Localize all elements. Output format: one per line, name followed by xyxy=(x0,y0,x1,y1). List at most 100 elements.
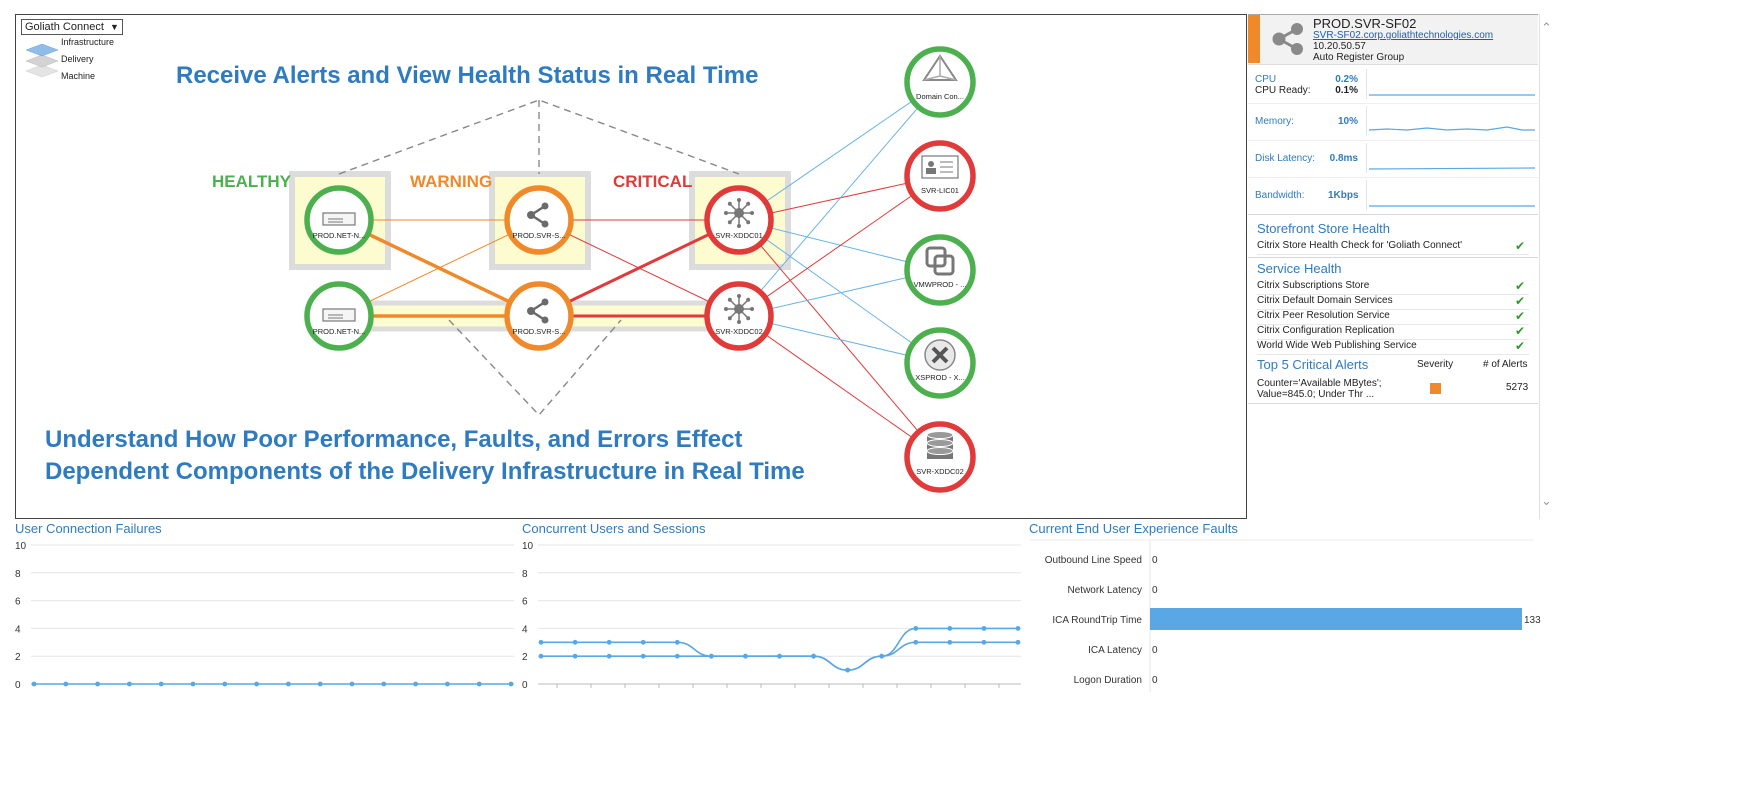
data-point xyxy=(743,653,748,659)
headline-bottom-line2: Dependent Components of the Delivery Inf… xyxy=(45,458,805,485)
data-point xyxy=(777,653,782,659)
node-sf2[interactable]: PROD.SVR-S... xyxy=(504,281,574,351)
scroll-down-icon[interactable]: ⌄ xyxy=(1541,493,1552,508)
scroll-up-icon[interactable]: ⌃ xyxy=(1541,20,1552,35)
data-point xyxy=(445,681,450,687)
server-fqdn-link[interactable]: SVR-SF02.corp.goliathtechnologies.com xyxy=(1313,30,1494,41)
data-point xyxy=(508,681,514,687)
data-point xyxy=(31,681,37,687)
layer-infrastructure[interactable]: Infrastructure xyxy=(61,37,115,47)
node-ring xyxy=(904,234,976,306)
y-tick-label: 0 xyxy=(522,680,528,691)
data-point xyxy=(981,626,987,631)
data-point xyxy=(879,653,885,659)
value-label: 0 xyxy=(1152,675,1158,686)
category-label: Logon Duration xyxy=(1074,675,1142,686)
category-label: Network Latency xyxy=(1068,585,1142,596)
data-point xyxy=(538,653,544,659)
status-label-warning: WARNING xyxy=(410,172,493,191)
connection-line xyxy=(738,81,941,221)
bandwidth-sparkline xyxy=(1366,180,1537,210)
node-ddc2[interactable]: SVR-XDDC02 xyxy=(704,281,774,351)
data-point xyxy=(674,653,680,659)
icon-part xyxy=(923,56,957,81)
layer-stack-icon[interactable] xyxy=(22,41,62,79)
topology-canvas: PROD.NET-N... PROD.NET-N... PROD.SVR-S... P… xyxy=(289,46,976,493)
share-icon xyxy=(527,298,549,324)
data-point xyxy=(317,681,323,687)
icon-part xyxy=(737,320,741,324)
icon-part xyxy=(724,307,728,311)
share-icon xyxy=(1270,22,1304,61)
icon-part xyxy=(737,294,741,298)
data-point xyxy=(606,653,612,659)
icon-part xyxy=(922,54,958,81)
layer-delivery[interactable]: Delivery xyxy=(61,54,94,64)
data-point xyxy=(381,681,387,687)
data-point xyxy=(708,653,714,659)
node-ring xyxy=(904,46,976,118)
topology-view: PROD.NET-N... PROD.NET-N... PROD.SVR-S... P… xyxy=(15,14,1247,519)
y-tick-label: 10 xyxy=(15,541,27,552)
node-net1[interactable]: PROD.NET-N... xyxy=(304,185,374,255)
alert-row[interactable]: Counter='Available MBytes'; Value=845.0;… xyxy=(1257,378,1382,400)
alerts-col-count: # of Alerts xyxy=(1483,359,1528,370)
icon-part xyxy=(541,202,549,210)
service-health-title: Service Health xyxy=(1257,261,1342,276)
alert-text-1: Counter='Available MBytes'; xyxy=(1257,378,1382,389)
icon-part xyxy=(933,254,955,276)
data-point xyxy=(413,681,418,687)
network-switch-icon xyxy=(322,212,356,226)
metric-cpu-ready-value: 0.1% xyxy=(1335,85,1358,96)
icon-part xyxy=(541,220,549,228)
node-net2[interactable]: PROD.NET-N... xyxy=(304,281,374,351)
site-selector-value: Goliath Connect xyxy=(25,21,104,33)
data-point xyxy=(947,626,953,631)
icon-part xyxy=(527,307,535,315)
icon-part xyxy=(746,201,751,206)
category-label: Outbound Line Speed xyxy=(1045,555,1142,566)
y-tick-label: 2 xyxy=(522,652,528,663)
y-tick-label: 8 xyxy=(522,569,528,580)
bar xyxy=(1150,608,1522,630)
metric-bandwidth-value: 1Kbps xyxy=(1328,190,1359,201)
check-icon: ✔ xyxy=(1514,294,1525,308)
layer-machine[interactable]: Machine xyxy=(61,71,96,81)
site-selector[interactable]: Goliath Connect ▼ xyxy=(21,19,123,35)
metric-cpu-ready-label: CPU Ready: xyxy=(1255,85,1311,96)
status-indicator-bar xyxy=(1248,15,1260,63)
y-tick-label: 6 xyxy=(522,597,528,608)
node-lic[interactable]: SVR-LIC01 xyxy=(904,140,976,212)
data-point xyxy=(1015,626,1021,631)
license-icon xyxy=(921,155,959,179)
data-point xyxy=(63,681,69,687)
data-point xyxy=(606,639,612,645)
memory-sparkline xyxy=(1366,106,1537,136)
icon-part xyxy=(750,211,754,215)
node-label: SVR-LIC01 xyxy=(921,186,959,195)
node-sf1[interactable]: PROD.SVR-S... xyxy=(504,185,574,255)
data-point xyxy=(222,681,228,687)
y-tick-label: 6 xyxy=(15,597,21,608)
node-xs[interactable]: XSPROD - X... xyxy=(904,327,976,399)
headline-bottom: Understand How Poor Performance, Faults,… xyxy=(45,424,805,488)
value-label: 133 xyxy=(1524,615,1541,626)
storefront-row-label: Citrix Store Health Check for 'Goliath C… xyxy=(1257,240,1463,251)
icon-part xyxy=(926,168,936,174)
service-label: World Wide Web Publishing Service xyxy=(1257,340,1417,351)
node-dom[interactable]: Domain Con... xyxy=(904,46,976,118)
icon-part xyxy=(926,447,954,455)
panel-scrollbar[interactable] xyxy=(1539,14,1540,519)
headline-bottom-line1: Understand How Poor Performance, Faults,… xyxy=(45,426,743,453)
chart-title-concurrent-users: Concurrent Users and Sessions xyxy=(522,521,706,536)
data-point xyxy=(254,681,259,687)
icon-part xyxy=(737,198,741,202)
icon-part xyxy=(737,224,741,228)
data-point xyxy=(640,653,646,659)
y-tick-label: 4 xyxy=(15,624,21,635)
node-ddc1[interactable]: SVR-XDDC01 xyxy=(704,185,774,255)
node-db[interactable]: SVR-XDDC02 xyxy=(904,421,976,493)
node-vmw[interactable]: VMWPROD - ... xyxy=(904,234,976,306)
metric-memory-value: 10% xyxy=(1337,116,1358,127)
panel-header: PROD.SVR-SF02 SVR-SF02.corp.goliathtechn… xyxy=(1248,15,1538,65)
